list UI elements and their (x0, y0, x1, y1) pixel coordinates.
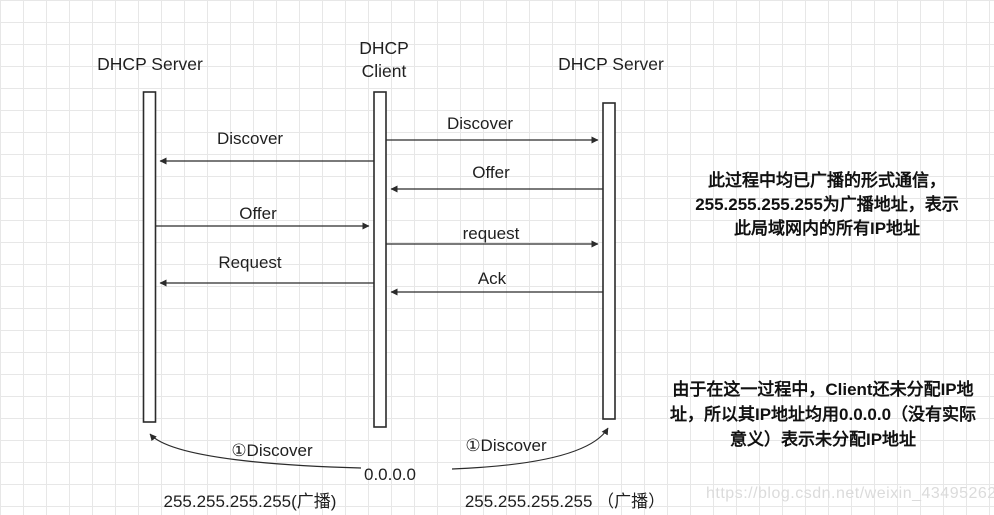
actor-label-server-right: DHCP Server (558, 54, 664, 74)
csdn-watermark: https://blog.csdn.net/weixin_43495262 (706, 485, 994, 502)
note-broadcast-explanation: 此过程中均已广播的形式通信， 255.255.255.255为广播地址，表示 此… (662, 169, 992, 241)
curve-arrow-right-discover (451, 427, 609, 470)
broadcast-address-label-left: 255.255.255.255(广播) (163, 492, 337, 511)
curve-label-left-discover: ①Discover (231, 441, 313, 460)
actor-label-server-left: DHCP Server (97, 54, 203, 74)
message-label-right-offer: Offer (472, 163, 510, 182)
actor-label-client: DHCP Client (359, 38, 409, 81)
lifeline-server-left (142, 91, 157, 423)
message-label-left-discover: Discover (216, 129, 284, 148)
lifeline-client (373, 91, 387, 428)
message-label-left-request: Request (218, 253, 282, 272)
note-unassigned-ip-explanation: 由于在这一过程中，Client还未分配IP地 址，所以其IP地址均用0.0.0.… (653, 377, 993, 452)
broadcast-address-label-right: 255.255.255.255 （广播） (464, 492, 666, 511)
client-ip-label: 0.0.0.0 (364, 465, 416, 484)
lifeline-server-right (602, 102, 616, 420)
message-label-right-request: request (462, 224, 520, 243)
note-broadcast-line-1: 此过程中均已广播的形式通信， (708, 171, 946, 190)
curve-label-right-discover: ①Discover (465, 436, 547, 455)
message-label-right-discover: Discover (446, 114, 514, 133)
message-label-left-offer: Offer (239, 204, 277, 223)
curve-arrow-left-discover (149, 433, 362, 469)
note-broadcast-line-2: 255.255.255.255为广播地址，表示 (695, 195, 959, 214)
note-ip-line-2: 址，所以其IP地址均用0.0.0.0（没有实际 (669, 405, 977, 424)
note-ip-line-3: 意义）表示未分配IP地址 (729, 430, 917, 449)
message-label-right-ack: Ack (477, 269, 507, 288)
note-ip-line-1: 由于在这一过程中，Client还未分配IP地 (672, 380, 974, 399)
note-broadcast-line-3: 此局域网内的所有IP地址 (733, 219, 921, 238)
